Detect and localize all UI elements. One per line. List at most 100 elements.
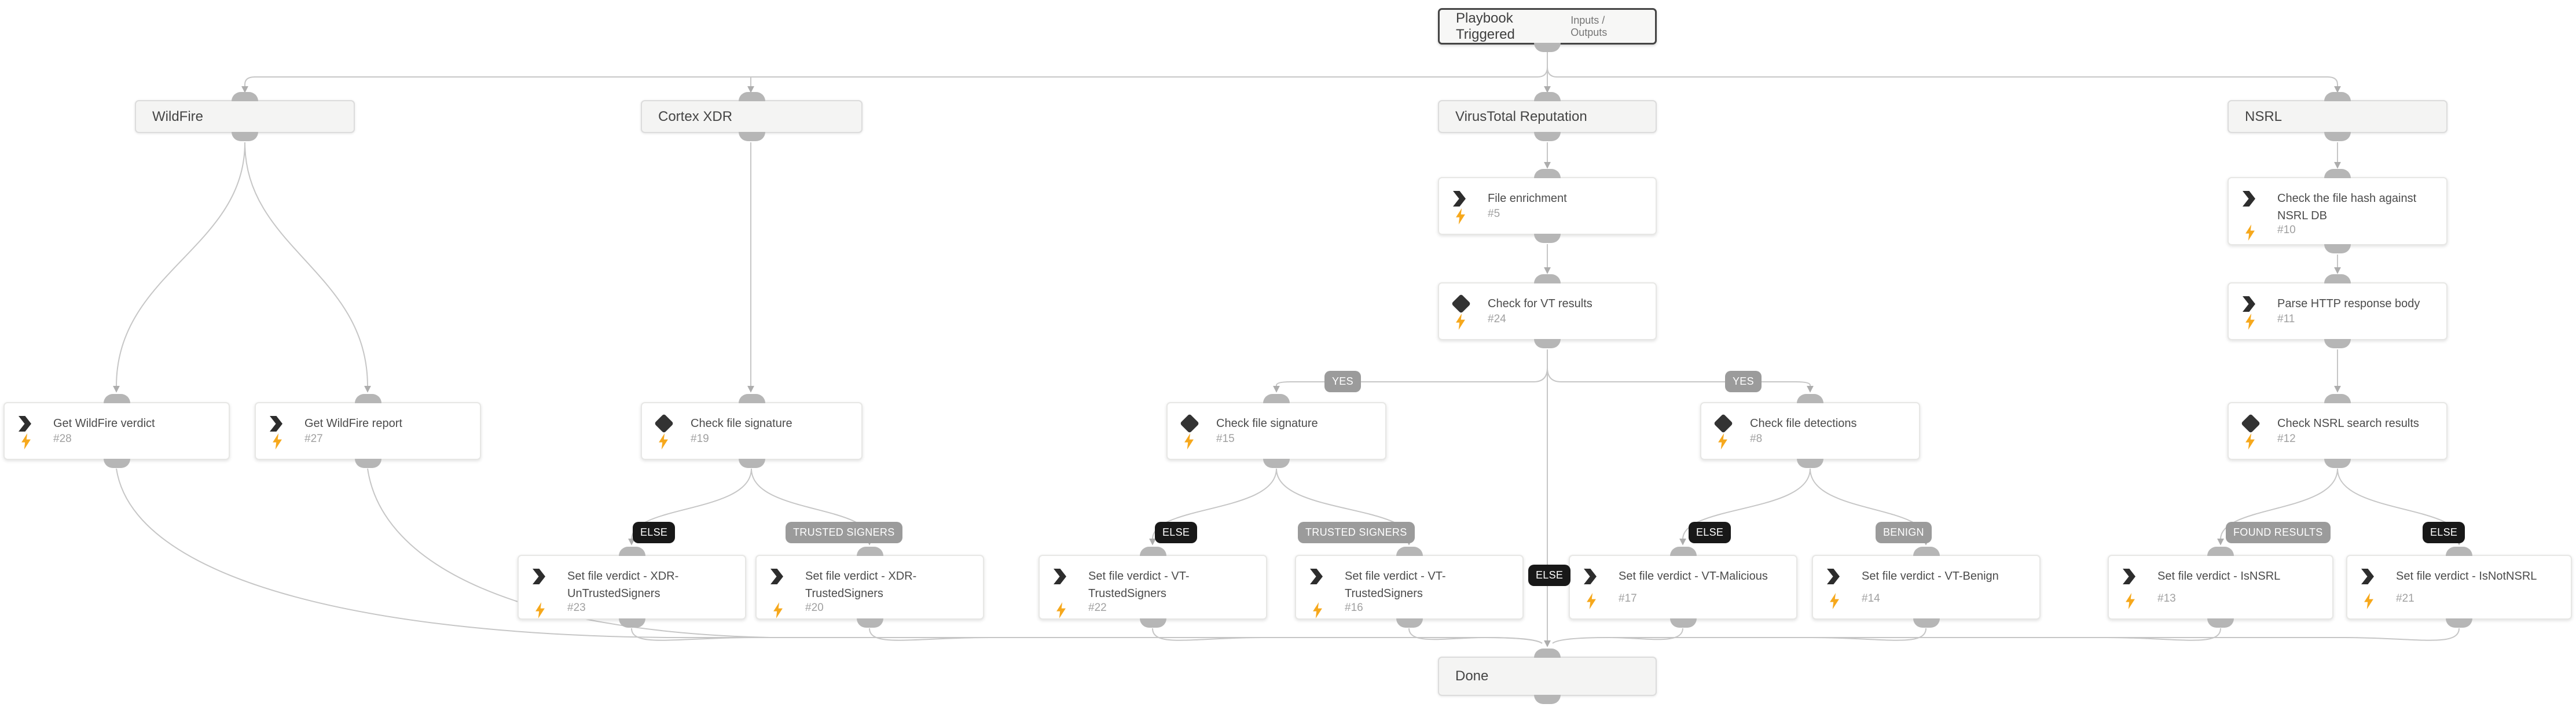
task-node-verdict-vt-trustedsigners-else[interactable]: Set file verdict - VT-TrustedSigners #22 bbox=[1039, 555, 1267, 620]
task-id: #13 bbox=[2157, 592, 2176, 605]
task-node-check-file-detections[interactable]: Check file detections #8 bbox=[1700, 402, 1920, 460]
task-title: Check for VT results bbox=[1488, 297, 1592, 310]
task-node-verdict-vt-trustedsigners[interactable]: Set file verdict - VT-TrustedSigners #16 bbox=[1295, 555, 1524, 620]
condition-diamond-icon bbox=[654, 414, 674, 433]
task-title: Check file detections bbox=[1750, 417, 1857, 430]
edge-13-done bbox=[1613, 628, 2221, 641]
done-node[interactable]: Done bbox=[1438, 657, 1657, 696]
task-title: Get WildFire verdict bbox=[53, 417, 155, 430]
condition-diamond-icon bbox=[1713, 414, 1733, 433]
task-node-check-file-signature-xdr[interactable]: Check file signature #19 bbox=[641, 402, 863, 460]
edge-14-done bbox=[1613, 628, 1927, 641]
playbook-chevron-icon bbox=[2243, 191, 2255, 207]
section-title: Cortex XDR bbox=[658, 108, 733, 124]
task-node-verdict-vt-malicious[interactable]: Set file verdict - VT-Malicious #17 bbox=[1569, 555, 1797, 620]
edge-wildfire-report bbox=[244, 142, 371, 393]
trigger-title: Playbook Triggered bbox=[1456, 10, 1515, 42]
task-id: #23 bbox=[567, 602, 586, 614]
task-node-get-wildfire-verdict[interactable]: Get WildFire verdict #28 bbox=[3, 402, 230, 460]
edge-24-15-yes bbox=[1273, 349, 1548, 393]
task-title: Check NSRL search results bbox=[2277, 417, 2419, 430]
task-title: Parse HTTP response body bbox=[2277, 297, 2420, 310]
task-id: #28 bbox=[53, 433, 72, 445]
section-title: NSRL bbox=[2245, 108, 2283, 124]
task-id: #21 bbox=[2396, 592, 2414, 605]
edge-wildfire-verdict bbox=[113, 142, 245, 393]
edge-23-done bbox=[631, 628, 1482, 641]
task-node-verdict-vt-benign[interactable]: Set file verdict - VT-Benign #14 bbox=[1812, 555, 2041, 620]
task-node-check-for-vt-results[interactable]: Check for VT results #24 bbox=[1438, 282, 1657, 340]
edge-21-done bbox=[1613, 628, 2460, 641]
task-id: #24 bbox=[1488, 313, 1506, 325]
task-id: #22 bbox=[1088, 602, 1107, 614]
playbook-chevron-icon bbox=[1310, 569, 1323, 584]
lightning-icon bbox=[1830, 593, 1839, 609]
condition-diamond-icon bbox=[1180, 414, 1199, 433]
branch-badge-trusted-signers-vt: TRUSTED SIGNERS bbox=[1298, 522, 1415, 543]
playbook-chevron-icon bbox=[2361, 569, 2374, 584]
task-id: #5 bbox=[1488, 208, 1500, 220]
task-node-check-nsrl-search-results[interactable]: Check NSRL search results #12 bbox=[2228, 402, 2447, 460]
lightning-icon bbox=[1456, 314, 1465, 330]
playbook-chevron-icon bbox=[1584, 569, 1597, 584]
task-node-verdict-isnsrl[interactable]: Set file verdict - IsNSRL #13 bbox=[2108, 555, 2333, 620]
task-title: Set file verdict - VT-TrustedSigners bbox=[1088, 570, 1190, 600]
task-node-check-hash-nsrl-db[interactable]: Check the file hash against NSRL DB #10 bbox=[2228, 177, 2447, 245]
condition-diamond-icon bbox=[1451, 294, 1471, 314]
lightning-icon bbox=[2245, 224, 2255, 241]
lightning-icon bbox=[773, 602, 783, 618]
edge-16-done bbox=[1408, 628, 1543, 644]
branch-badge-benign: BENIGN bbox=[1876, 522, 1932, 543]
task-id: #19 bbox=[691, 433, 709, 445]
section-header-nsrl[interactable]: NSRL bbox=[2228, 100, 2447, 133]
task-node-file-enrichment[interactable]: File enrichment #5 bbox=[1438, 177, 1657, 235]
lightning-icon bbox=[2245, 314, 2255, 330]
playbook-triggered-node[interactable]: Playbook Triggered Inputs / Outputs bbox=[1438, 8, 1657, 45]
lightning-icon bbox=[1456, 208, 1465, 224]
task-id: #14 bbox=[1862, 592, 1880, 605]
task-id: #10 bbox=[2277, 224, 2296, 236]
task-node-verdict-xdr-untrustedsigners[interactable]: Set file verdict - XDR-UnTrustedSigners … bbox=[518, 555, 746, 620]
task-node-verdict-xdr-trustedsigners[interactable]: Set file verdict - XDR-TrustedSigners #2… bbox=[755, 555, 984, 620]
task-title: Check the file hash against NSRL DB bbox=[2277, 192, 2417, 222]
section-title: WildFire bbox=[152, 108, 203, 124]
playbook-chevron-icon bbox=[270, 416, 282, 432]
section-header-wildfire[interactable]: WildFire bbox=[135, 100, 355, 133]
task-id: #17 bbox=[1619, 592, 1637, 605]
edge-20-done bbox=[869, 628, 1482, 641]
task-node-verdict-isnotnsrl[interactable]: Set file verdict - IsNotNSRL #21 bbox=[2346, 555, 2572, 620]
edge-17-done bbox=[1552, 628, 1683, 644]
lightning-icon bbox=[2126, 593, 2135, 609]
branch-badge-trusted-signers-xdr: TRUSTED SIGNERS bbox=[786, 522, 902, 543]
task-id: #12 bbox=[2277, 433, 2296, 445]
inputs-outputs-link[interactable]: Inputs / Outputs bbox=[1570, 14, 1608, 38]
lightning-icon bbox=[1718, 433, 1727, 450]
lightning-icon bbox=[1313, 602, 1322, 618]
edge-22-done bbox=[1152, 628, 1482, 641]
task-id: #11 bbox=[2277, 313, 2295, 325]
task-title: Set file verdict - XDR-TrustedSigners bbox=[805, 570, 917, 600]
section-title: VirusTotal Reputation bbox=[1455, 108, 1587, 124]
lightning-icon bbox=[2364, 593, 2373, 609]
playbook-chevron-icon bbox=[19, 416, 31, 432]
branch-badge-found-results: FOUND RESULTS bbox=[2226, 522, 2331, 543]
task-title: Set file verdict - IsNSRL bbox=[2157, 570, 2281, 583]
task-title: Set file verdict - VT-Benign bbox=[1862, 570, 1999, 583]
section-header-virustotal[interactable]: VirusTotal Reputation bbox=[1438, 100, 1657, 133]
done-title: Done bbox=[1455, 668, 1489, 684]
task-title: Set file verdict - VT-TrustedSigners bbox=[1345, 570, 1446, 600]
task-node-check-file-signature-vt[interactable]: Check file signature #15 bbox=[1166, 402, 1386, 460]
playbook-chevron-icon bbox=[2243, 296, 2255, 312]
section-header-cortex-xdr[interactable]: Cortex XDR bbox=[641, 100, 863, 133]
playbook-chevron-icon bbox=[1453, 191, 1466, 207]
playbook-chevron-icon bbox=[533, 569, 545, 584]
task-node-get-wildfire-report[interactable]: Get WildFire report #27 bbox=[255, 402, 481, 460]
branch-badge-else-nsrl: ELSE bbox=[2423, 522, 2465, 543]
lightning-icon bbox=[1056, 602, 1066, 618]
condition-diamond-icon bbox=[2241, 414, 2261, 433]
branch-badge-yes-left: YES bbox=[1324, 371, 1361, 392]
task-node-parse-http-response-body[interactable]: Parse HTTP response body #11 bbox=[2228, 282, 2447, 340]
edge-24-8-yes bbox=[1547, 349, 1814, 393]
task-title: Check file signature bbox=[1216, 417, 1318, 430]
task-title: Set file verdict - VT-Malicious bbox=[1619, 570, 1768, 583]
